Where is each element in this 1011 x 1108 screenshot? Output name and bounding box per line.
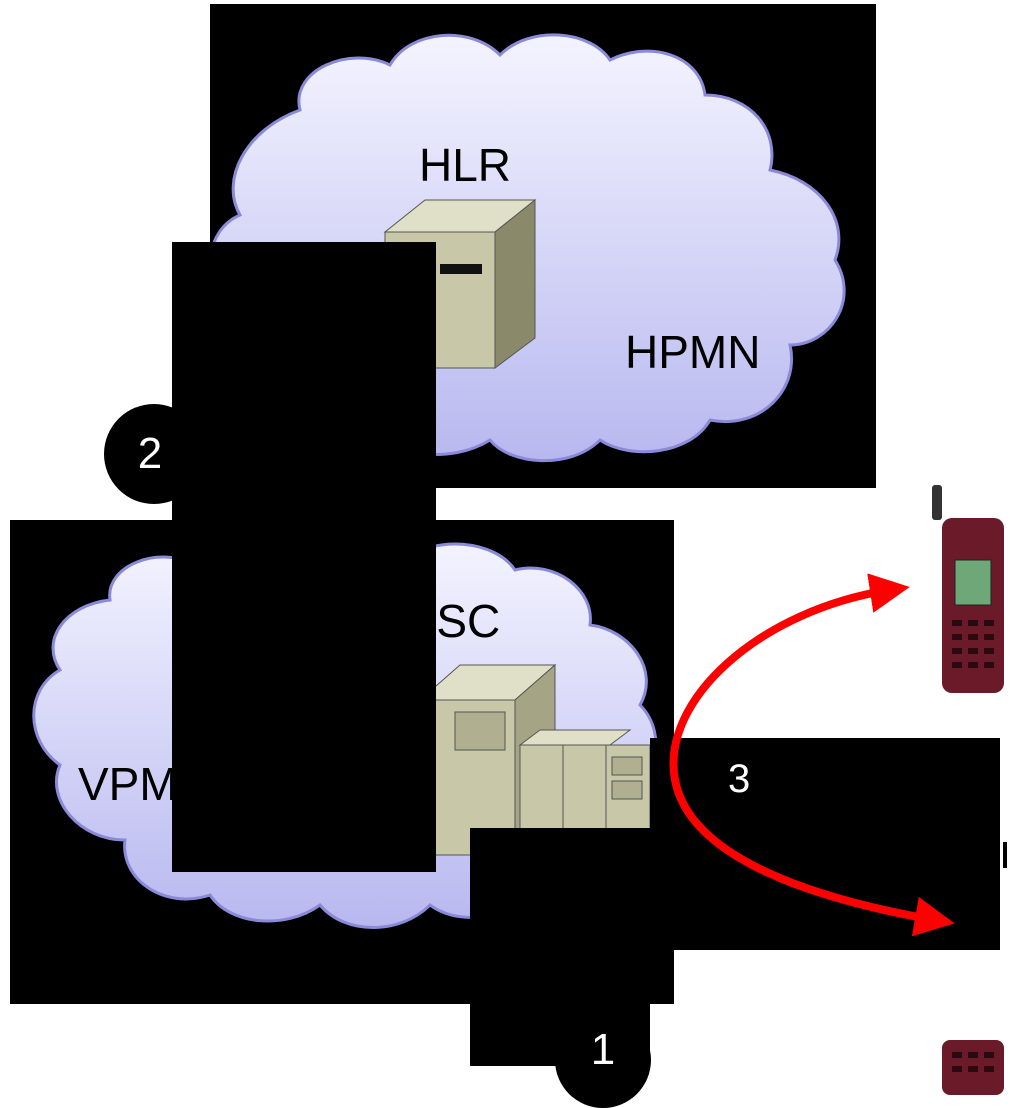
step-badge: 1: [555, 1012, 651, 1108]
redaction-center: [172, 242, 436, 872]
paging-arrow: [669, 573, 955, 937]
hpmn-label: HPMN: [625, 326, 761, 378]
step-number-3: 3: [728, 757, 751, 801]
hlr-label: HLR: [419, 139, 512, 191]
vpmn-label-wrap: VPMN: [78, 757, 172, 817]
edge-mark: [1003, 842, 1007, 868]
step-number: 1: [590, 1025, 616, 1074]
redaction-right: [650, 738, 1000, 950]
step-number: 2: [137, 429, 163, 478]
step-badge: 2: [104, 404, 204, 504]
msc-label-wrap: MSC: [436, 594, 576, 654]
vpmn-label: VPMN: [78, 758, 172, 810]
mobile-phone-icon: [942, 1040, 1004, 1095]
msc-label: MSC: [436, 595, 501, 647]
mobile-phone-icon: [932, 485, 1004, 693]
